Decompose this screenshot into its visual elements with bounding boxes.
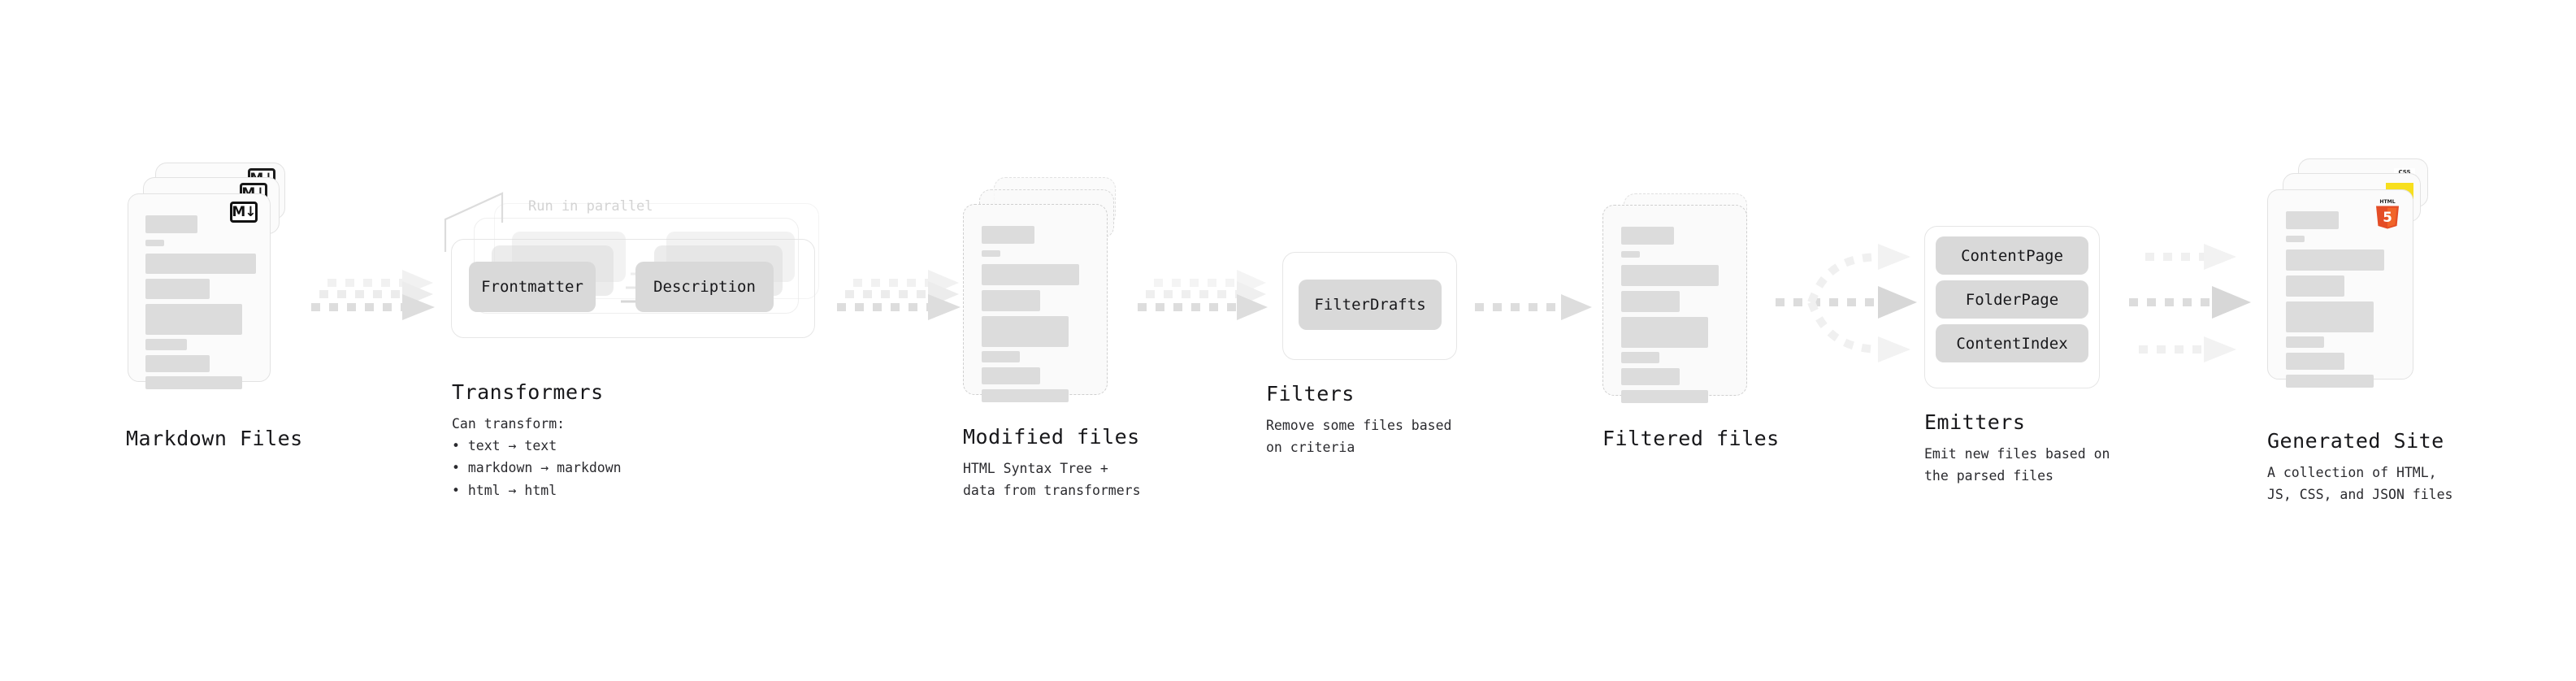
filters-description: Remove some files based on criteria xyxy=(1266,418,1452,456)
markdown-file-body xyxy=(128,194,270,389)
svg-text:HTML: HTML xyxy=(2379,199,2395,205)
filtered-files-title: Filtered files xyxy=(1602,427,1780,450)
modified-file-body xyxy=(964,205,1107,402)
generated-site-title: Generated Site xyxy=(2267,429,2444,453)
emitter-chip-contentpage-label: ContentPage xyxy=(1961,246,2063,265)
transformers-description: Can transform: • text → text • markdown … xyxy=(452,416,622,498)
modified-files-description: HTML Syntax Tree + data from transformer… xyxy=(963,461,1141,499)
emitters-title: Emitters xyxy=(1924,410,2026,434)
transformers-group-front xyxy=(451,239,815,338)
run-in-parallel-bracket xyxy=(444,192,504,252)
connector-transformers-to-modified xyxy=(837,270,961,320)
markdown-files-stack: M↓ M↓ M↓ xyxy=(126,163,313,414)
markdown-badge-label-front: M↓ xyxy=(232,203,256,220)
transformers-stack: Frontmatter Description xyxy=(444,192,833,366)
emitter-chip-contentindex[interactable]: ContentIndex xyxy=(1936,324,2088,362)
filtered-files-stack xyxy=(1602,193,1789,429)
generated-file-body xyxy=(2268,190,2413,388)
filtered-file-body xyxy=(1603,206,1746,403)
svg-text:5: 5 xyxy=(2383,210,2392,225)
filters-title: Filters xyxy=(1266,382,1355,406)
markdown-badge-front: M↓ xyxy=(230,202,258,223)
modified-files-stack xyxy=(963,177,1150,429)
transformer-chip-description[interactable]: Description xyxy=(635,262,774,312)
filtered-file-front xyxy=(1602,205,1747,403)
filter-chip-filterdrafts[interactable]: FilterDrafts xyxy=(1299,280,1442,330)
connector-markdown-to-transformers xyxy=(311,270,435,320)
emitter-chip-folderpage[interactable]: FolderPage xyxy=(1936,280,2088,319)
connector-filters-to-filtered xyxy=(1475,294,1592,320)
transformer-chip-frontmatter-label: Frontmatter xyxy=(481,278,583,296)
emitter-chip-folderpage-label: FolderPage xyxy=(1965,290,2059,309)
markdown-files-title: Markdown Files xyxy=(126,427,303,450)
modified-file-front xyxy=(963,204,1108,402)
filters-group xyxy=(1282,252,1457,360)
emitter-chip-contentpage[interactable]: ContentPage xyxy=(1936,236,2088,275)
generated-site-description: A collection of HTML, JS, CSS, and JSON … xyxy=(2267,465,2453,503)
emitters-group xyxy=(1924,226,2100,388)
transformer-chip-description-label: Description xyxy=(653,278,756,296)
css3-badge-label: CSS xyxy=(2398,169,2411,176)
emitters-description: Emit new files based on the parsed files xyxy=(1924,446,2110,484)
html5-badge: HTML 5 xyxy=(2376,199,2399,229)
transformer-chip-frontmatter[interactable]: Frontmatter xyxy=(469,262,596,312)
connector-filtered-to-emitters xyxy=(1776,244,1917,362)
markdown-file-front xyxy=(128,193,271,389)
modified-files-title: Modified files xyxy=(963,425,1140,449)
connector-emitters-to-site xyxy=(2129,244,2251,362)
transformers-title: Transformers xyxy=(452,380,604,404)
generated-site-stack: CSS HTML 5 xyxy=(2267,158,2470,419)
connector-modified-to-filters xyxy=(1138,270,1268,320)
run-in-parallel-label: Run in parallel xyxy=(528,198,653,215)
emitter-chip-contentindex-label: ContentIndex xyxy=(1956,334,2068,353)
filter-chip-filterdrafts-label: FilterDrafts xyxy=(1314,296,1426,314)
